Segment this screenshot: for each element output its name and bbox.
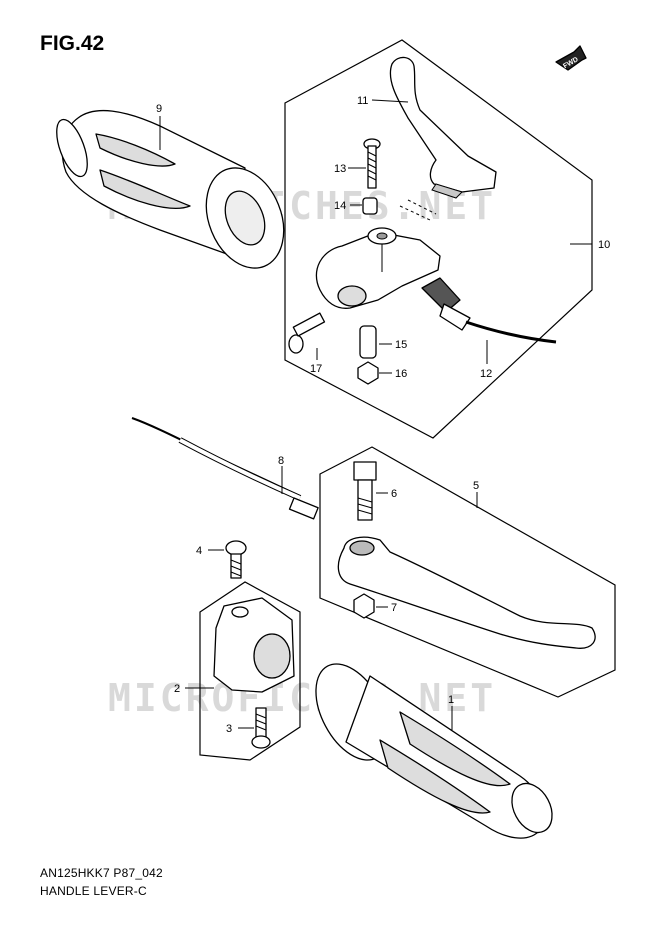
- part-2-lever-holder: [213, 597, 295, 693]
- fwd-arrow-icon: FWD: [555, 45, 587, 71]
- part-15-sleeve: [359, 325, 377, 359]
- callout-5: 5: [473, 480, 479, 492]
- callout-16: 16: [395, 368, 407, 380]
- part-13-screw: [363, 138, 381, 189]
- callout-10: 10: [598, 239, 610, 251]
- callout-15: 15: [395, 339, 407, 351]
- callout-9: 9: [156, 103, 162, 115]
- figure-name: HANDLE LEVER-C: [40, 884, 147, 898]
- callout-3: 3: [226, 723, 232, 735]
- part-3-screw: [251, 707, 271, 749]
- part-12-switch-cable: [421, 277, 557, 344]
- callout-8: 8: [278, 455, 284, 467]
- callout-12: 12: [480, 368, 492, 380]
- part-17-screw: [288, 312, 326, 354]
- part-1-right-grip: [315, 663, 553, 839]
- callout-13: 13: [334, 163, 346, 175]
- callout-11: 11: [357, 95, 368, 107]
- figure-code: AN125HKK7 P87_042: [40, 866, 163, 880]
- callout-2: 2: [174, 683, 180, 695]
- callout-7: 7: [391, 602, 397, 614]
- part-9-left-grip: [56, 109, 285, 269]
- part-11-lever: [389, 56, 497, 199]
- part-7-nut: [353, 593, 375, 619]
- callout-leaders: [159, 99, 592, 730]
- assembly-outline-lever: [319, 446, 616, 698]
- part-14-collar: [362, 197, 378, 215]
- part-5-lever: [337, 536, 596, 649]
- callout-14: 14: [334, 200, 346, 212]
- callout-4: 4: [196, 545, 202, 557]
- part-4-screw: [225, 540, 247, 579]
- lever-holder-top: [315, 199, 441, 309]
- callout-17: 17: [310, 363, 322, 375]
- figure-title: FIG.42: [40, 32, 105, 55]
- assembly-outline-holder: [199, 581, 301, 761]
- assembly-outline-top: [284, 39, 593, 439]
- part-6-bolt: [353, 461, 377, 521]
- callout-6: 6: [391, 488, 397, 500]
- part-8-cable: [131, 417, 319, 520]
- callout-1: 1: [448, 694, 454, 706]
- part-16-nut: [357, 361, 379, 385]
